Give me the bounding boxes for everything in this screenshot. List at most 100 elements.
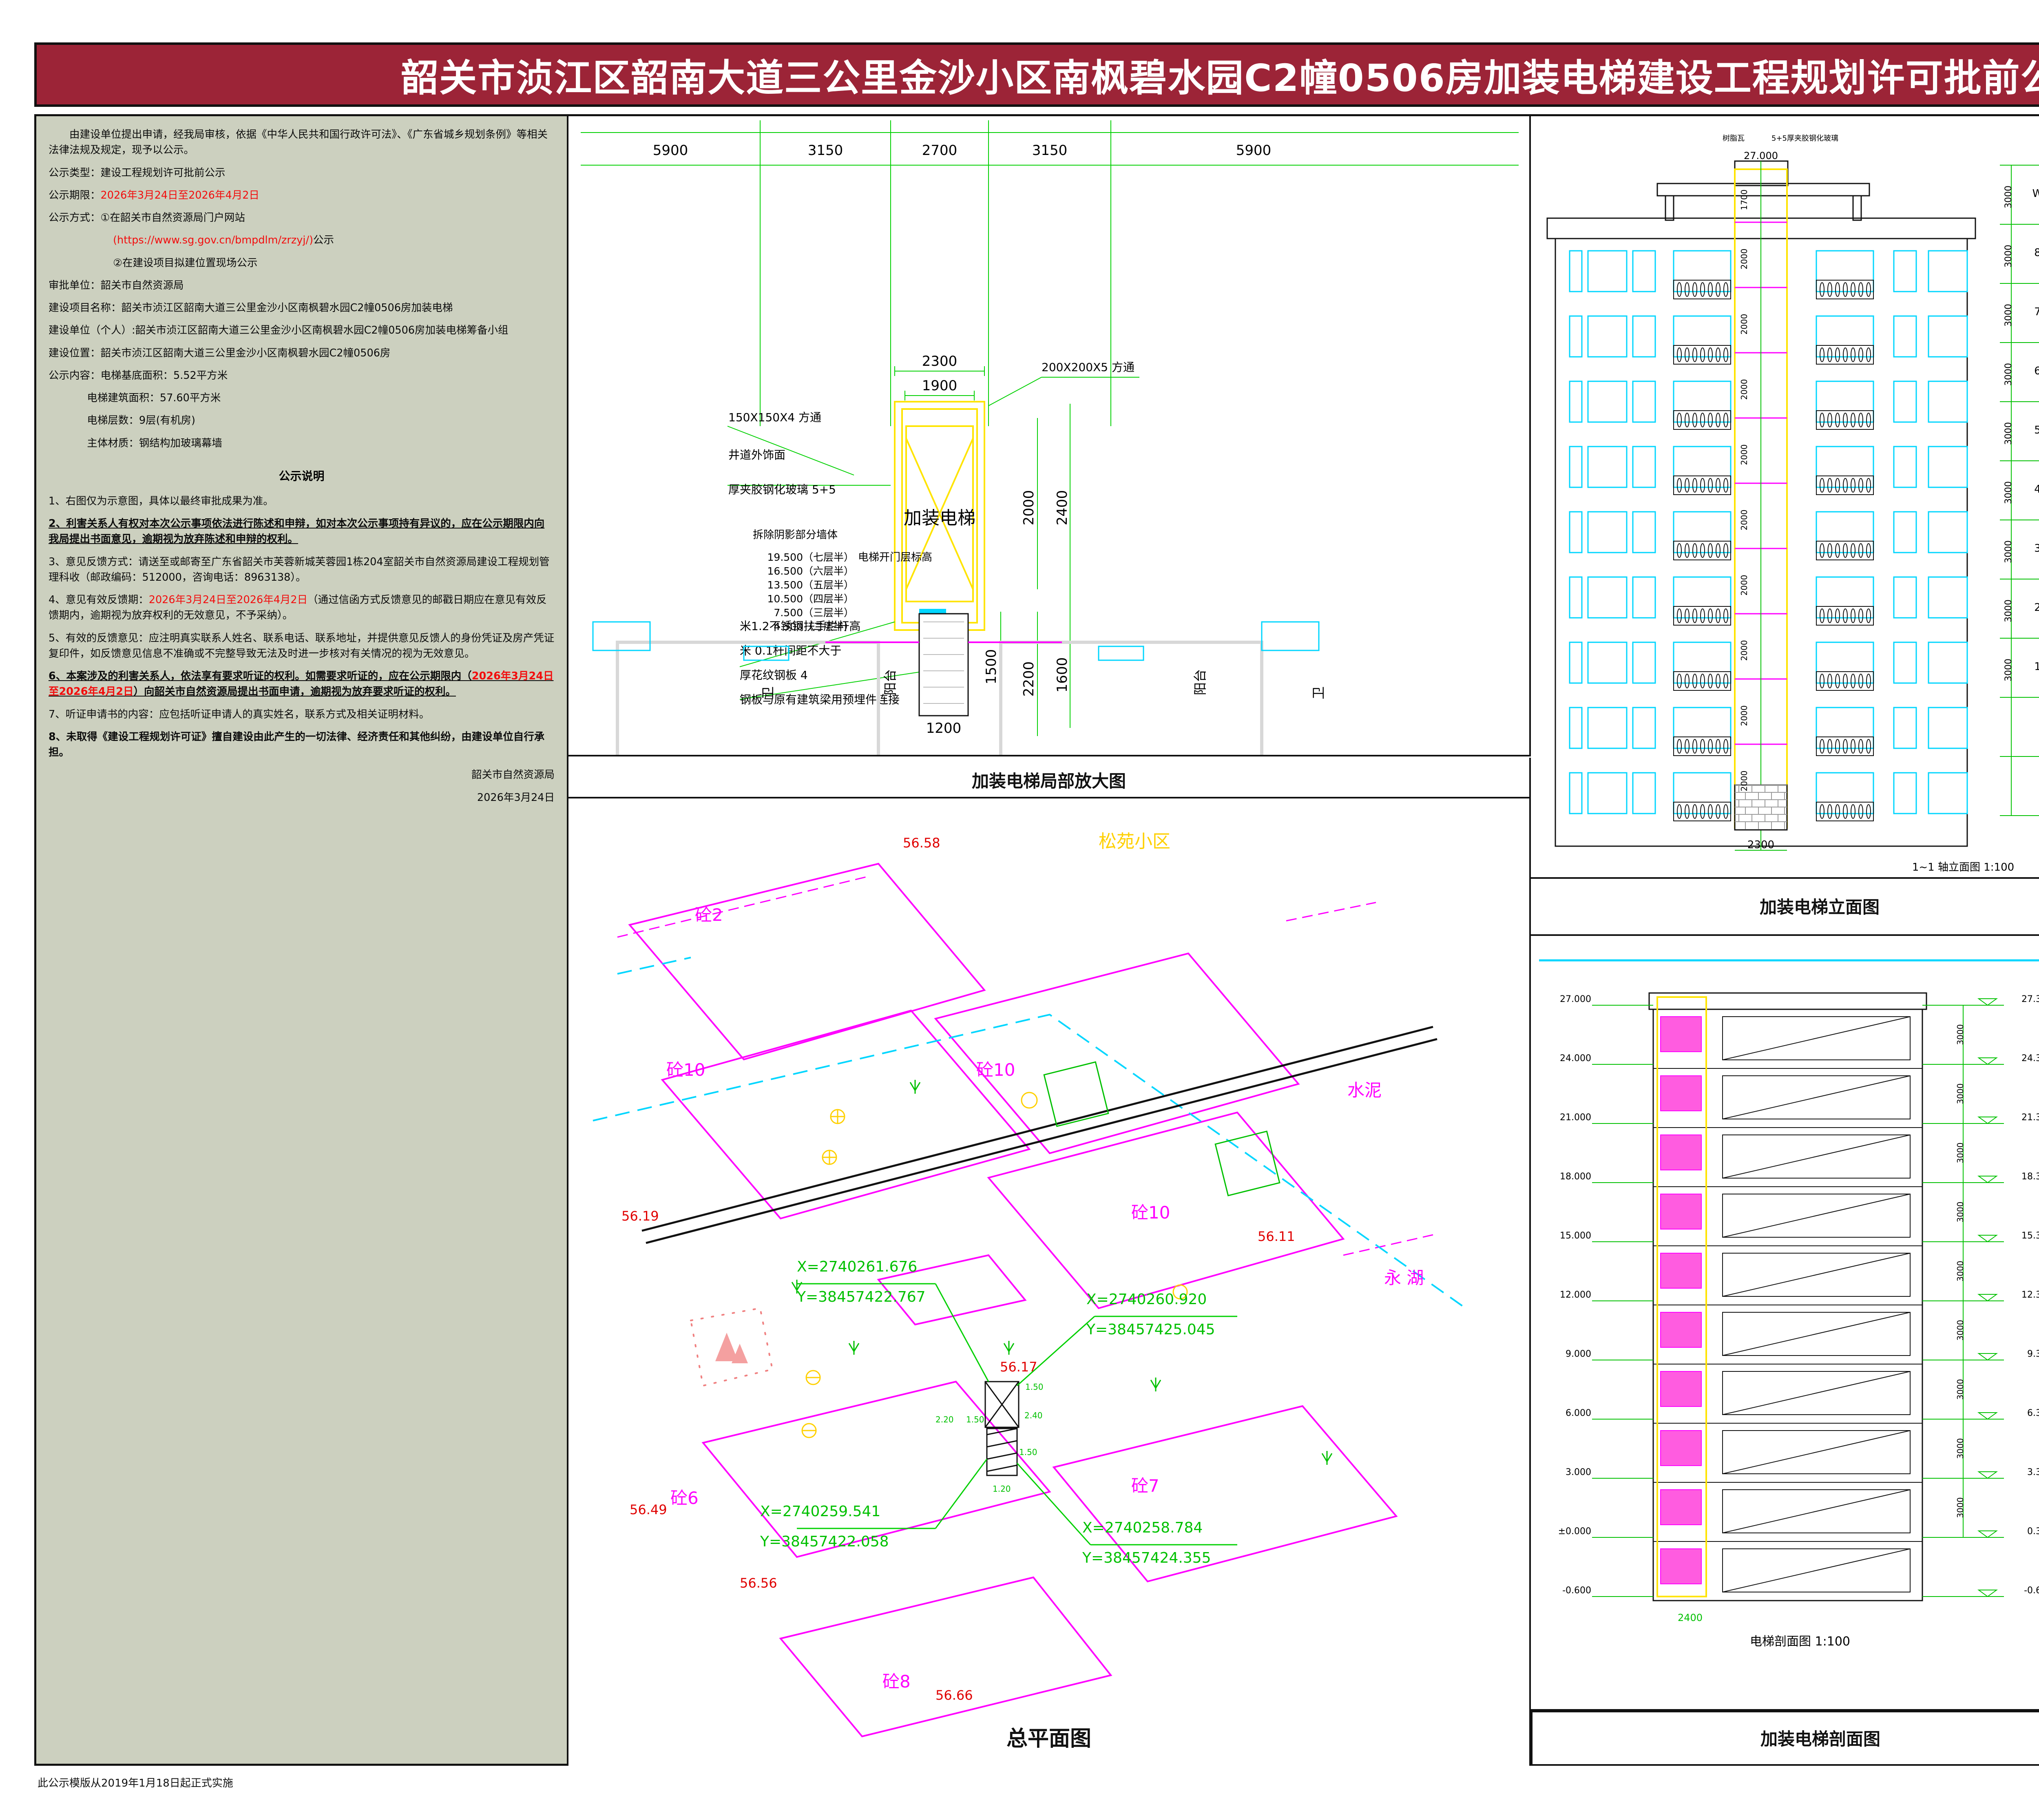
site-label-tong6: 砼6 xyxy=(670,1488,699,1508)
signature-date: 2026年3月24日 xyxy=(477,791,555,804)
section-level-right-1: 24.300 xyxy=(2021,1053,2039,1064)
elevator-plan-caption-bar: 加装电梯局部放大图 xyxy=(568,758,1531,798)
explain-item-4-pre: 4、意见有效反馈期： xyxy=(49,594,149,606)
site-coord-3-y: Y=38457422.058 xyxy=(760,1533,889,1550)
section-caption-bar: 加装电梯剖面图 xyxy=(1531,1711,2039,1766)
plan-dim-5900-right: 5900 xyxy=(1236,142,1272,159)
section-level-right-6: 9.300 xyxy=(2027,1349,2039,1359)
notice-approver: 审批单位：韶关市自然资源局 xyxy=(49,279,184,292)
page-title: 韶关市浈江区韶南大道三公里金沙小区南枫碧水园C2幢0506房加装电梯建设工程规划… xyxy=(401,56,2039,100)
elev-shaft-seg-0: 1700 xyxy=(1739,190,1749,210)
section-level-left-3: 18.000 xyxy=(1560,1172,1591,1182)
plan-dim-2200: 2200 xyxy=(1021,661,1037,697)
site-label-tong7: 砼7 xyxy=(1131,1476,1159,1496)
section-level-left-8: 3.000 xyxy=(1566,1467,1591,1477)
site-spot-56-49: 56.49 xyxy=(630,1502,667,1517)
explain-item-6: 6、本案涉及的利害关系人，依法享有要求听证的权利。如需要求听证的，应在公示期限内… xyxy=(49,668,555,700)
elevation-caption-bar: 加装电梯立面图 xyxy=(1531,879,2039,936)
elev-shaft-seg-6: 2000 xyxy=(1739,575,1749,596)
section-level-left-0: 27.000 xyxy=(1560,994,1591,1004)
site-coord-2-y: Y=38457425.045 xyxy=(1086,1321,1215,1338)
section-floor-height-4: 3000 xyxy=(1955,1261,1965,1282)
elev-floor-height-8: 3000 xyxy=(2004,659,2014,681)
plan-open-level-3: 10.500（四层半） xyxy=(767,593,854,605)
section-floor-height-1: 3000 xyxy=(1955,1084,1965,1104)
site-label-tong10-c: 砼10 xyxy=(1131,1203,1170,1223)
notice-content-2: 电梯建筑面积：57.60平方米 xyxy=(87,392,221,404)
plan-room-wc-left: 卫 xyxy=(760,686,776,699)
elev-shaft-seg-3: 2000 xyxy=(1739,379,1749,400)
plan-note-glass: 厚夹胶钢化玻璃 5+5 xyxy=(728,483,836,496)
section-level-right-7: 6.300 xyxy=(2027,1408,2039,1418)
plan-dim-3150-right: 3150 xyxy=(1032,142,1068,159)
site-dim-1-50-b: 1.50 xyxy=(1025,1382,1044,1392)
notice-column: 由建设单位提出申请，经我局审核，依据《中华人民共和国行政许可法》、《广东省城乡规… xyxy=(36,116,568,1764)
elev-floor-height-7: 3000 xyxy=(2004,599,2014,622)
section-level-right-2: 21.300 xyxy=(2021,1112,2039,1123)
elevation-drawing: 2300 27.000 树脂瓦 5+5厚夹胶钢化玻璃 27.300WF30002… xyxy=(1546,134,2039,874)
site-dim-1-20: 1.20 xyxy=(993,1484,1011,1494)
section-level-left-2: 21.000 xyxy=(1560,1112,1591,1123)
plan-shaft-dim-2300: 2300 xyxy=(922,353,958,369)
elev-base-width: 2300 xyxy=(1747,839,1774,851)
site-dim-1-50-a: 1.50 xyxy=(966,1415,984,1424)
section-level-right-3: 18.300 xyxy=(2021,1172,2039,1182)
section-floor-height-8: 3000 xyxy=(1955,1497,1965,1518)
elev-floor-8: 1F xyxy=(2034,661,2039,673)
explain-title: 公示说明 xyxy=(279,469,325,483)
elev-shaft-seg-2: 2000 xyxy=(1739,314,1749,335)
section-drawing: 27.00024.00021.00018.00015.00012.0009.00… xyxy=(1539,959,2039,1649)
notice-applicant: 建设单位（个人）:韶关市浈江区韶南大道三公里金沙小区南枫碧水园C2幢0506房加… xyxy=(49,324,509,337)
section-caption: 加装电梯剖面图 xyxy=(1760,1729,1880,1749)
elevation-caption: 加装电梯立面图 xyxy=(1759,897,1880,917)
elev-note-tile: 树脂瓦 xyxy=(1723,134,1745,143)
elevation-panel: 2300 27.000 树脂瓦 5+5厚夹胶钢化玻璃 27.300WF30002… xyxy=(1531,116,2039,879)
elev-inner-title: 1~1 轴立面图 1:100 xyxy=(1912,861,2014,874)
notice-project-name: 建设项目名称：韶关市浈江区韶南大道三公里金沙小区南枫碧水园C2幢0506房加装电… xyxy=(49,302,453,314)
site-dim-2-40: 2.40 xyxy=(1024,1411,1043,1420)
notice-content-1: 公示内容：电梯基底面积：5.52平方米 xyxy=(49,369,228,382)
plan-open-level-title: 电梯开门层标高 xyxy=(858,551,932,564)
plan-note-200: 200X200X5 方通 xyxy=(1042,360,1134,374)
site-label-pool: 永 湖 xyxy=(1384,1268,1424,1288)
section-level-right-10: -0.600 xyxy=(2024,1586,2039,1596)
plan-open-level-2: 13.500（五层半） xyxy=(767,579,854,591)
notice-method-url: (https://www.sg.gov.cn/bmpdlm/zrzyj/) xyxy=(113,234,314,247)
section-floor-height-5: 3000 xyxy=(1955,1320,1965,1341)
plan-note-150: 150X150X4 方通 xyxy=(728,411,821,424)
site-label-tong2: 砼2 xyxy=(695,905,723,925)
plan-dim-3150-left: 3150 xyxy=(808,142,843,159)
plan-dim-1600: 1600 xyxy=(1054,657,1070,693)
explain-item-6-pre: 6、本案涉及的利害关系人，依法享有要求听证的权利。如需要求听证的，应在公示期限内… xyxy=(49,670,472,682)
site-dim-2-20: 2.20 xyxy=(935,1415,954,1424)
explain-item-4-post: （通过信函方式反馈意见的邮戳日期应在意见有效反馈期内，逾期视为放弃权利的无效意见… xyxy=(49,594,547,622)
plan-note-weld: 钢板与原有建筑梁用预埋件连接 xyxy=(740,693,900,706)
notice-intro: 由建设单位提出申请，经我局审核，依据《中华人民共和国行政许可法》、《广东省城乡规… xyxy=(49,128,548,157)
section-level-right-0: 27.300 xyxy=(2021,994,2039,1004)
site-coord-1-x: X=2740261.676 xyxy=(797,1258,917,1275)
elev-shaft-seg-7: 2000 xyxy=(1739,640,1749,661)
elev-floor-0: WF xyxy=(2032,188,2039,200)
elev-top-level: 27.000 xyxy=(1744,150,1778,161)
explain-item-6-date: 2026年3月24日至2026年4月2日 xyxy=(49,670,554,698)
elev-level-10: ±0.000 xyxy=(2038,742,2039,754)
section-level-right-8: 3.300 xyxy=(2027,1467,2039,1477)
plan-note-demolish: 拆除阴影部分墙体 xyxy=(753,529,838,541)
notice-method-2: ②在建设项目拟建位置现场公示 xyxy=(113,257,258,269)
notice-type: 公示类型：建设工程规划许可批前公示 xyxy=(49,166,226,179)
plan-note-rail: 米1.2不锈钢扶手栏杆高 xyxy=(740,619,861,633)
notice-location: 建设位置：韶关市浈江区韶南大道三公里金沙小区南枫碧水园C2幢0506房 xyxy=(49,347,391,359)
elev-shaft-seg-9: 2000 xyxy=(1739,771,1749,792)
plan-open-level-5: 4.500（二层半） xyxy=(774,621,854,632)
explain-item-2: 2、利害关系人有权对本次公示事项依法进行陈述和申辩，如对本次公示事项持有异议的，… xyxy=(49,517,545,546)
elev-note-glass: 5+5厚夹胶钢化玻璃 xyxy=(1771,134,1838,143)
site-label-tong10-b: 砼10 xyxy=(976,1060,1015,1080)
site-coord-3-x: X=2740259.541 xyxy=(760,1503,880,1520)
elev-floor-7: 2F xyxy=(2034,602,2039,614)
site-coord-4-y: Y=38457424.355 xyxy=(1082,1550,1211,1566)
elev-floor-1: 8F xyxy=(2034,247,2039,259)
elev-floor-height-2: 3000 xyxy=(2004,304,2014,327)
site-coord-2-x: X=2740260.920 xyxy=(1086,1291,1207,1308)
section-level-left-4: 15.000 xyxy=(1560,1231,1591,1241)
